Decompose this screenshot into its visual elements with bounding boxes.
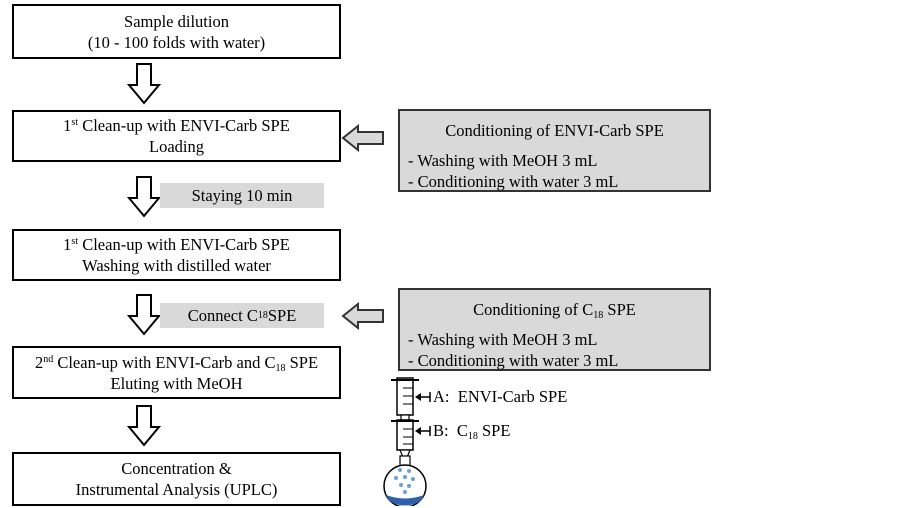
step-line2: Eluting with MeOH <box>110 373 243 393</box>
pointer-arrow-icon <box>415 392 431 402</box>
syringe-label-b: B: C18 SPE <box>433 421 511 442</box>
left-arrow-icon <box>341 301 384 331</box>
step-line2: Washing with distilled water <box>82 256 271 275</box>
down-arrow-icon <box>127 63 161 105</box>
step-cleanup-washing: 1st Clean-up with ENVI-Carb SPE Washing … <box>12 229 341 281</box>
down-arrow-icon <box>127 176 161 218</box>
step-concentration-analysis: Concentration & Instrumental Analysis (U… <box>12 452 341 506</box>
step-line1: 1st Clean-up with ENVI-Carb SPE <box>63 116 290 135</box>
conditioning-item: - Conditioning with water 3 mL <box>408 172 619 191</box>
conditioning-title: Conditioning of ENVI-Carb SPE <box>445 121 664 140</box>
conditioning-title: Conditioning of C18 SPE <box>473 300 636 321</box>
conditioning-c18: Conditioning of C18 SPE - Washing with M… <box>398 288 711 371</box>
step-line2: Instrumental Analysis (UPLC) <box>75 480 278 499</box>
step-line2: Loading <box>149 137 204 156</box>
syringe-flask-illustration <box>383 377 427 506</box>
step-line1: Sample dilution <box>124 11 229 31</box>
step-line1: 1st Clean-up with ENVI-Carb SPE <box>63 235 290 254</box>
conditioning-item: - Conditioning with water 3 mL <box>408 351 619 370</box>
step-line1: 2nd Clean-up with ENVI-Carb and C18 SPE <box>34 352 319 374</box>
left-arrow-icon <box>341 123 384 153</box>
down-arrow-icon <box>127 294 161 336</box>
step-cleanup-eluting: 2nd Clean-up with ENVI-Carb and C18 SPE … <box>12 346 341 399</box>
conditioning-item: - Washing with MeOH 3 mL <box>408 151 598 170</box>
pointer-arrow-icon <box>415 426 431 436</box>
step-cleanup-loading: 1st Clean-up with ENVI-Carb SPE Loading <box>12 110 341 162</box>
syringe-label-a: A: ENVI-Carb SPE <box>433 387 568 406</box>
conditioning-envi-carb: Conditioning of ENVI-Carb SPE - Washing … <box>398 109 711 192</box>
step-line2: (10 - 100 folds with water) <box>87 32 266 52</box>
tag-staying: Staying 10 min <box>160 183 324 208</box>
conditioning-item: - Washing with MeOH 3 mL <box>408 330 598 349</box>
down-arrow-icon <box>127 405 161 447</box>
step-sample-dilution: Sample dilution (10 - 100 folds with wat… <box>12 4 341 59</box>
step-line1: Concentration & <box>121 459 232 478</box>
